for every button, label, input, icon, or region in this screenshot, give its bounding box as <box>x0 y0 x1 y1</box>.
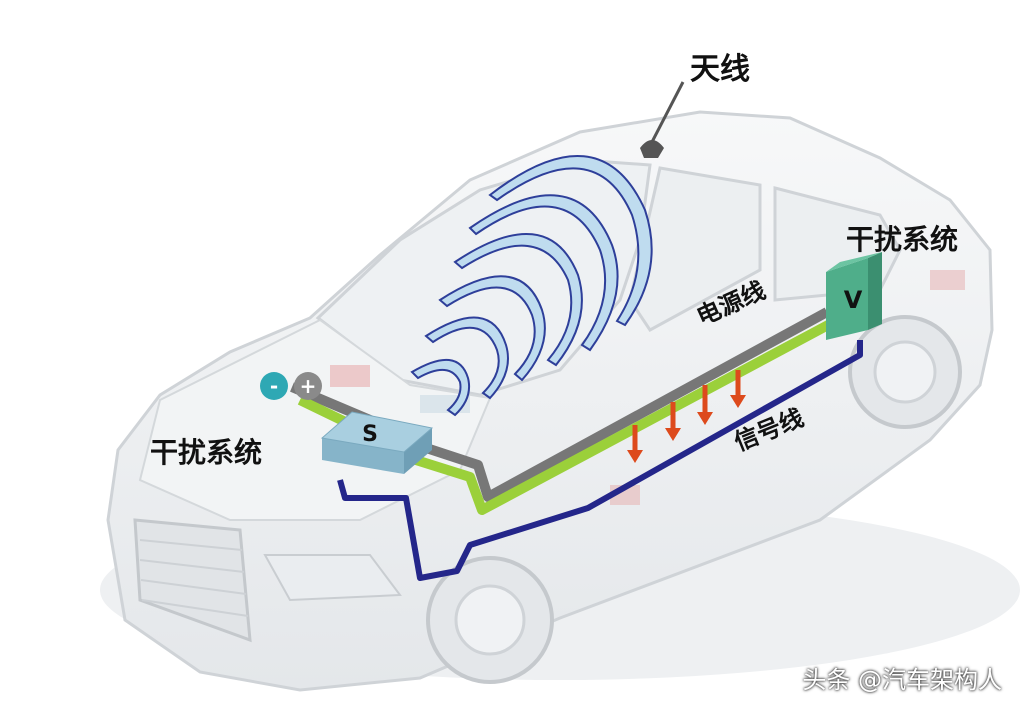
source-box-label: S <box>362 422 378 447</box>
positive-terminal-label: + <box>300 374 317 398</box>
victim-box-label: V <box>844 286 863 314</box>
rear-wheel <box>850 317 960 427</box>
front-wheel <box>428 558 552 682</box>
negative-terminal-label: - <box>270 374 278 398</box>
interference-system-label-right: 干扰系统 <box>846 218 958 258</box>
watermark: 头条 @汽车架构人 <box>802 660 1002 695</box>
interference-system-label-left: 干扰系统 <box>150 431 262 471</box>
antenna-label: 天线 <box>690 44 750 88</box>
